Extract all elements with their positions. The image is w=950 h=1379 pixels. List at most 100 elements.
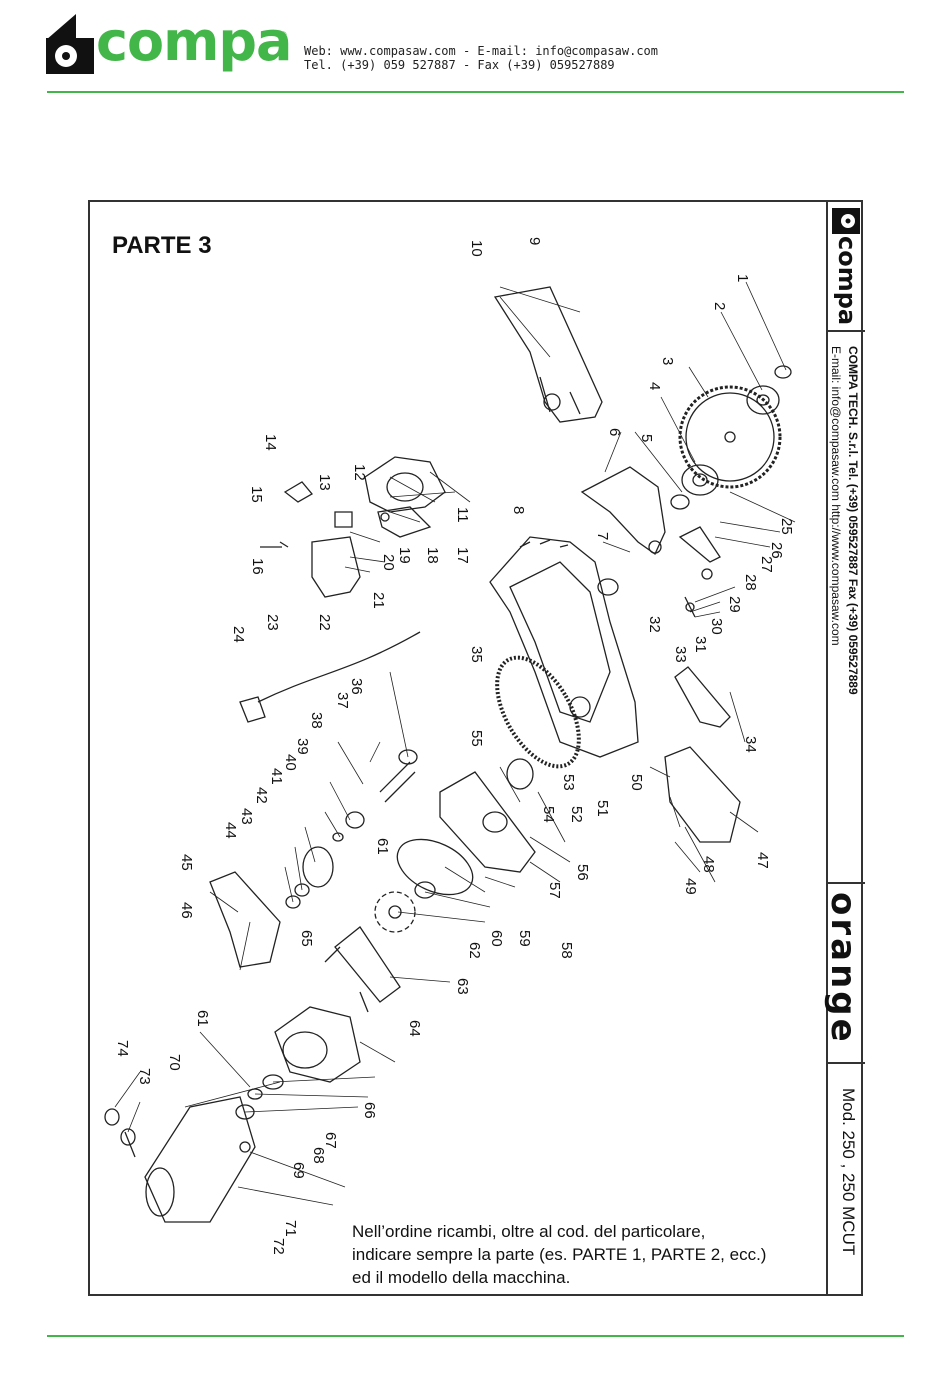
part-label: 55 bbox=[468, 730, 485, 747]
strip-divider bbox=[828, 882, 865, 884]
header-contact: Web: www.compasaw.com - E-mail: info@com… bbox=[304, 44, 658, 72]
part-label: 35 bbox=[468, 646, 485, 663]
part-label: 42 bbox=[253, 787, 270, 804]
part-label: 36 bbox=[348, 678, 365, 695]
part-label: 41 bbox=[268, 768, 285, 785]
part-label: 47 bbox=[754, 852, 771, 869]
part-label: 23 bbox=[264, 614, 281, 631]
part-label: 4 bbox=[646, 382, 663, 390]
part-label: 32 bbox=[646, 616, 663, 633]
blade-flanges bbox=[670, 365, 792, 510]
part-label: 68 bbox=[310, 1147, 327, 1164]
part-label: 54 bbox=[540, 806, 557, 823]
part-label: 64 bbox=[406, 1020, 423, 1037]
strip-logo-icon bbox=[832, 208, 860, 234]
handle-assembly bbox=[260, 456, 446, 598]
part-label: 12 bbox=[351, 464, 368, 481]
part-label: 7 bbox=[594, 532, 611, 540]
part-label: 25 bbox=[778, 518, 795, 535]
part-label: 45 bbox=[178, 854, 195, 871]
part-label: 72 bbox=[270, 1238, 287, 1255]
part-label: 37 bbox=[334, 692, 351, 709]
part-label: 53 bbox=[560, 774, 577, 791]
motor-cover bbox=[144, 1096, 256, 1223]
part-label: 1 bbox=[734, 274, 751, 282]
end-screw bbox=[104, 1108, 136, 1158]
part-label: 30 bbox=[708, 618, 725, 635]
gearbox-housing bbox=[439, 758, 536, 873]
part-label: 5 bbox=[638, 434, 655, 442]
parts-sheet: PARTE 3 bbox=[88, 200, 865, 1296]
part-label: 22 bbox=[316, 614, 333, 631]
part-label: 29 bbox=[726, 596, 743, 613]
side-plate bbox=[209, 871, 281, 968]
logo-wordmark: compa bbox=[96, 10, 292, 73]
guard-plate bbox=[664, 746, 741, 843]
part-label: 27 bbox=[758, 556, 775, 573]
part-label: 19 bbox=[396, 547, 413, 564]
part-label: 40 bbox=[282, 754, 299, 771]
base-plate bbox=[674, 666, 731, 728]
upper-blade-guard bbox=[493, 286, 603, 423]
part-label: 50 bbox=[628, 774, 645, 791]
part-label: 11 bbox=[454, 507, 471, 523]
stator bbox=[274, 1006, 361, 1083]
part-label: 16 bbox=[249, 558, 266, 575]
part-label: 20 bbox=[380, 554, 397, 571]
header-divider bbox=[47, 91, 904, 93]
compa-logo-icon bbox=[46, 14, 94, 74]
registered-mark: ® bbox=[280, 30, 287, 40]
page-header: compa ® Web: www.compasaw.com - E-mail: … bbox=[0, 0, 950, 95]
note-line: indicare sempre la parte (es. PARTE 1, P… bbox=[352, 1245, 767, 1264]
part-label: 56 bbox=[574, 864, 591, 881]
part-label: 62 bbox=[466, 942, 483, 959]
exploded-parts-diagram: 1 2 3 4 5 6 7 8 9 10 11 12 13 14 15 16 1… bbox=[104, 237, 796, 1255]
part-label: 44 bbox=[222, 822, 239, 839]
cable-plug bbox=[239, 631, 421, 723]
part-label: 74 bbox=[114, 1040, 131, 1057]
part-label: 38 bbox=[308, 712, 325, 729]
part-label: 57 bbox=[546, 882, 563, 899]
part-label: 2 bbox=[711, 302, 728, 310]
order-note: Nell’ordine ricambi, oltre al cod. del p… bbox=[352, 1220, 822, 1289]
part-label: 18 bbox=[424, 547, 441, 564]
gear-ring bbox=[495, 655, 581, 769]
part-label: 71 bbox=[282, 1220, 299, 1237]
saw-blade bbox=[678, 385, 782, 489]
strip-contact-line: E-mail: info@compasaw.com http://www.com… bbox=[829, 346, 843, 646]
strip-model: Mod. 250 , 250 MCUT bbox=[839, 1088, 858, 1256]
part-label: 66 bbox=[361, 1102, 378, 1119]
armature bbox=[324, 926, 401, 1013]
part-label: 61 bbox=[374, 838, 391, 855]
web-email-line[interactable]: Web: www.compasaw.com - E-mail: info@com… bbox=[304, 44, 659, 58]
part-label: 65 bbox=[298, 930, 315, 947]
part-label: 46 bbox=[178, 902, 195, 919]
note-line: ed il modello della macchina. bbox=[352, 1268, 571, 1287]
part-label: 6 bbox=[606, 428, 623, 436]
part-number-labels: 1 2 3 4 5 6 7 8 9 10 11 12 13 14 15 16 1… bbox=[114, 237, 795, 1255]
part-label: 10 bbox=[468, 240, 485, 257]
part-label: 15 bbox=[248, 486, 265, 503]
part-label: 24 bbox=[230, 626, 247, 643]
part-label: 67 bbox=[322, 1132, 339, 1149]
part-label: 39 bbox=[294, 738, 311, 755]
lower-blade-guard bbox=[580, 466, 666, 555]
leader-lines bbox=[114, 281, 796, 1206]
strip-brand: orange bbox=[823, 892, 863, 1045]
strip-company-line: COMPA TECH. S.r.l. Tel. (+39) 059527887 … bbox=[846, 346, 860, 695]
part-label: 70 bbox=[166, 1054, 183, 1071]
part-title: PARTE 3 bbox=[112, 232, 212, 259]
tel-fax-line: Tel. (+39) 059 527887 - Fax (+39) 059527… bbox=[304, 58, 615, 72]
part-label: 21 bbox=[370, 592, 387, 609]
part-label: 63 bbox=[454, 978, 471, 995]
strip-divider bbox=[828, 1062, 865, 1064]
part-label: 3 bbox=[659, 357, 676, 365]
part-label: 59 bbox=[516, 930, 533, 947]
part-label: 33 bbox=[672, 646, 689, 663]
part-label: 51 bbox=[594, 800, 611, 817]
part-label: 48 bbox=[700, 856, 717, 873]
part-label: 73 bbox=[136, 1068, 153, 1085]
part-label: 31 bbox=[692, 636, 709, 653]
part-label: 14 bbox=[262, 434, 279, 451]
title-block-strip: compa COMPA TECH. S.r.l. Tel. (+39) 0595… bbox=[823, 202, 865, 1294]
